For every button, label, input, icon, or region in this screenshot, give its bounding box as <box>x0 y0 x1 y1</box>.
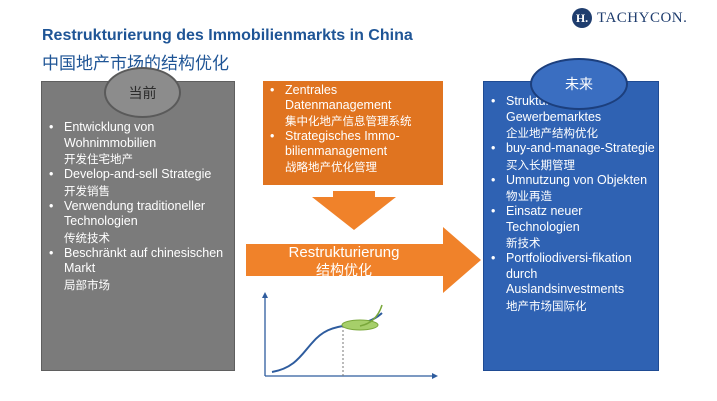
current-label-oval: 当前 <box>104 67 181 118</box>
logo-text: TACHYCON. <box>597 9 688 26</box>
arrow-label-cn: 结构优化 <box>316 263 372 279</box>
arrow-label-de: Restrukturierung <box>288 244 400 261</box>
growth-chart <box>262 292 438 379</box>
chart-y-axis-arrowhead <box>262 292 268 298</box>
right-arrow <box>246 227 481 293</box>
future-label-oval: 未来 <box>530 58 628 110</box>
future-state-list: Strukturierung des Gewerbemarktes企业地产结构优… <box>484 94 656 314</box>
future-state-panel: Strukturierung des Gewerbemarktes企业地产结构优… <box>483 81 659 371</box>
company-logo: H. TACHYCON. <box>572 7 687 29</box>
down-arrow <box>312 191 396 230</box>
restructuring-arrow-label: Restrukturierung 结构优化 <box>246 244 442 280</box>
list-item: Strategisches Immo-bilienmanagement战略地产优… <box>263 129 443 175</box>
chart-x-axis-arrowhead <box>432 373 438 379</box>
chart-upturn-curve <box>359 304 383 327</box>
chart-highlight <box>341 319 379 331</box>
list-item: Verwendung traditioneller Technologien传统… <box>42 199 232 246</box>
page-title: Restrukturierung des Immobilienmarkts in… <box>42 27 413 44</box>
list-item: Portfoliodiversi-fikation durch Auslands… <box>484 251 656 314</box>
page-subtitle-chinese: 中国地产市场的结构优化 <box>42 54 229 74</box>
logo-mark-icon: H. <box>572 8 592 28</box>
